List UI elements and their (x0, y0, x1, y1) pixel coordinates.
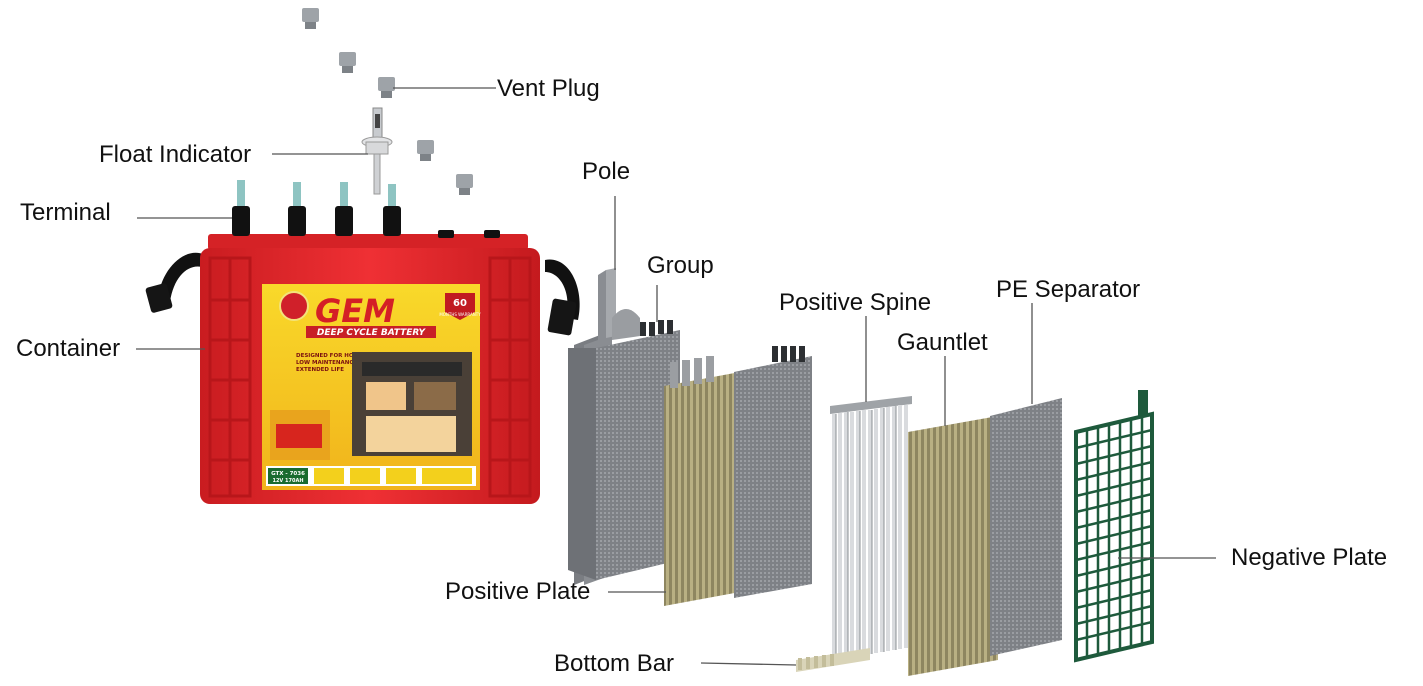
brand-logo: GEM (315, 292, 395, 330)
pe-separator (990, 398, 1062, 656)
label-negative-plate: Negative Plate (1231, 544, 1388, 571)
feature-2: LOW MAINTENANCE (296, 360, 357, 366)
label-terminal: Terminal (20, 199, 111, 226)
label-bottom-bar: Bottom Bar (554, 650, 675, 677)
label-gauntlet: Gauntlet (897, 329, 988, 356)
warranty-text: MONTHS WARRANTY (439, 312, 481, 317)
float-indicator (361, 107, 393, 195)
vent-plug-1 (302, 8, 319, 29)
vent-plugs (302, 8, 473, 195)
battery-label: GEM DEEP CYCLE BATTERY 60 MONTHS WARRANT… (262, 284, 481, 490)
product-name: DEEP CYCLE BATTERY (317, 328, 427, 338)
positive-spine (830, 396, 912, 660)
negative-plate (1074, 390, 1154, 663)
vent-plug-4 (417, 140, 434, 161)
label-float-indicator: Float Indicator (99, 141, 252, 168)
battery: GEM DEEP CYCLE BATTERY 60 MONTHS WARRANT… (145, 180, 580, 504)
label-container: Container (16, 335, 121, 362)
feature-3: EXTENDED LIFE (296, 367, 344, 373)
leader-bottom-bar (700, 662, 797, 666)
gauntlet (908, 416, 998, 676)
terminal-posts (232, 180, 500, 238)
feature-1: DESIGNED FOR HOME APPLICATION (296, 353, 406, 359)
model-spec: 12V 170AH (272, 478, 303, 484)
vent-plug-2 (339, 52, 356, 73)
bottom-bar (796, 648, 870, 672)
label-pole: Pole (582, 158, 631, 185)
plate-group (568, 268, 812, 606)
label-group: Group (647, 252, 714, 279)
label-vent-plug: Vent Plug (497, 75, 600, 102)
label-positive-plate: Positive Plate (445, 578, 591, 605)
label-pe-separator: PE Separator (996, 276, 1141, 303)
vent-plug-5 (456, 174, 473, 195)
label-positive-spine: Positive Spine (779, 289, 932, 316)
model-number: GTX - 7036 (271, 471, 305, 477)
vent-plug-3 (378, 77, 395, 98)
warranty-number: 60 (453, 298, 467, 309)
leader-lines (136, 87, 1216, 666)
